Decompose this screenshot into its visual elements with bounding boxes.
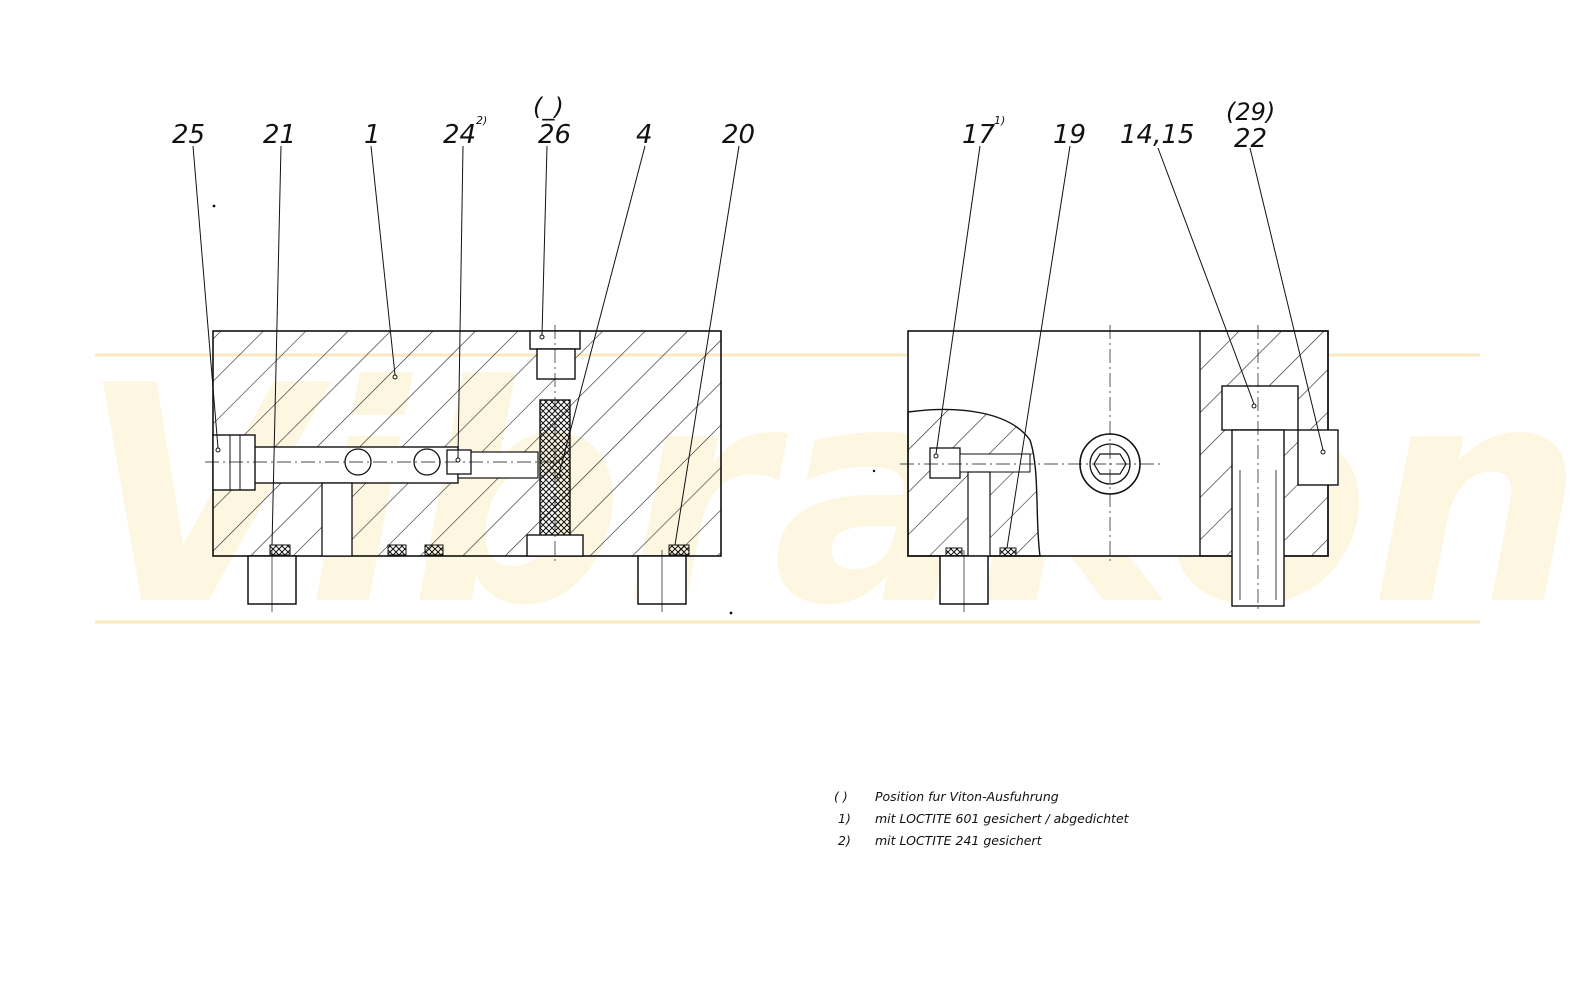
label-21: 21 <box>263 120 296 150</box>
note-3-text: mit LOCTITE 241 gesichert <box>875 833 1043 848</box>
label-22-bracket: (29) <box>1226 98 1275 126</box>
label-20: 20 <box>722 120 755 150</box>
label-24: 24 <box>443 120 476 150</box>
note-3-key: 2) <box>838 833 851 848</box>
plug-22 <box>1297 429 1339 486</box>
right-vertical-channel <box>967 471 991 557</box>
label-26-bracket: (_) <box>533 93 564 121</box>
seal-a <box>387 544 407 556</box>
seal-20 <box>668 544 690 556</box>
right-small-bore <box>959 453 1031 473</box>
seal-19 <box>999 547 1017 557</box>
screw-head-14-15 <box>1221 385 1299 431</box>
plug-26-body <box>536 348 576 380</box>
left-vertical-channel <box>321 482 353 557</box>
left-body <box>212 330 722 557</box>
note-1-text: Position fur Viton-Ausfuhrung <box>875 789 1059 804</box>
seal-b <box>424 544 444 556</box>
label-19: 19 <box>1053 120 1086 150</box>
label-24-superscript: 2) <box>476 114 487 127</box>
note-1-key: ( ) <box>834 789 848 804</box>
label-17-superscript: 1) <box>994 114 1005 127</box>
label-22: 22 <box>1234 124 1267 154</box>
seal-21 <box>269 544 291 556</box>
right-section-view <box>900 145 1339 612</box>
label-25: 25 <box>172 120 205 150</box>
note-2-text: mit LOCTITE 601 gesichert / abgedichtet <box>875 811 1130 826</box>
label-17: 17 <box>962 120 996 150</box>
label-4: 4 <box>636 120 653 150</box>
seal-right-a <box>945 547 963 557</box>
label-14-15: 14,15 <box>1120 120 1194 150</box>
label-1: 1 <box>364 120 381 150</box>
notes-legend: ( ) Position fur Viton-Ausfuhrung 1) mit… <box>834 789 1130 848</box>
note-2-key: 1) <box>838 811 851 826</box>
left-section-view <box>192 145 740 612</box>
label-26: 26 <box>538 120 571 150</box>
plug-17 <box>929 447 961 479</box>
plug-25 <box>212 434 256 491</box>
